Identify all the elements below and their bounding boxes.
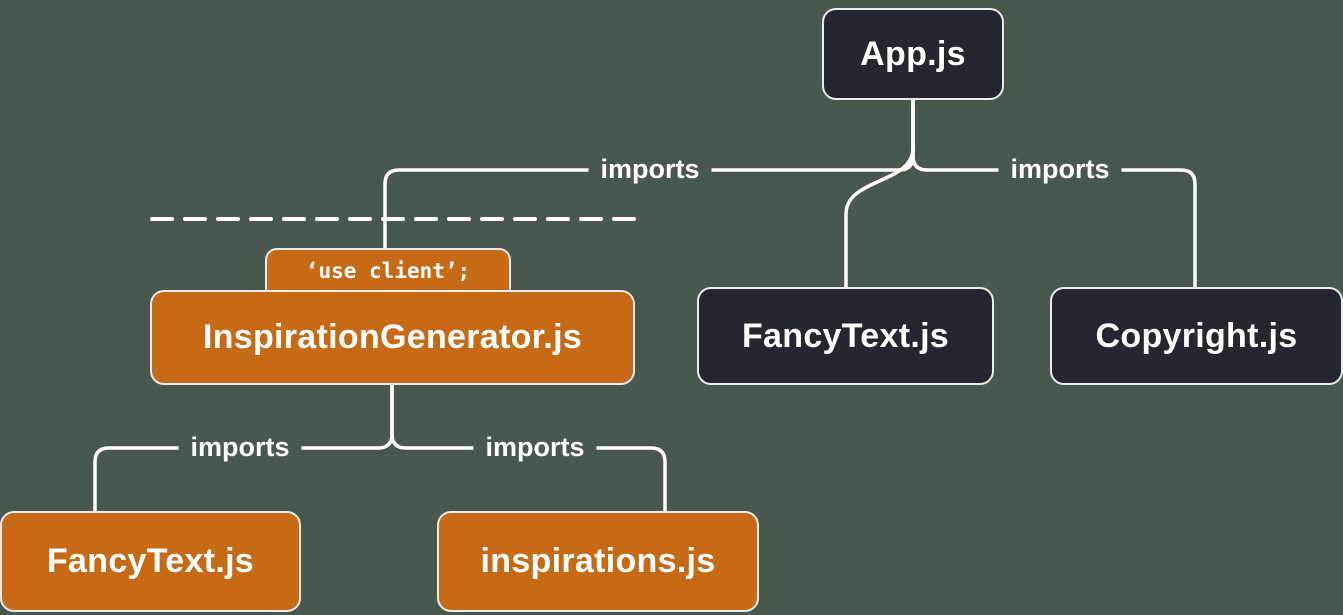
node-inspirationgenerator-label: InspirationGenerator.js	[202, 318, 583, 356]
node-copyright: Copyright.js	[1050, 287, 1343, 385]
node-copyright-label: Copyright.js	[1095, 316, 1298, 355]
node-fancytext-client-label: FancyText.js	[46, 542, 255, 580]
edge-app-to-fancytext	[844, 98, 915, 293]
node-app: App.js	[822, 8, 1004, 100]
node-app-label: App.js	[860, 34, 966, 73]
node-inspirationgenerator: InspirationGenerator.js	[150, 290, 635, 385]
node-inspirations: inspirations.js	[437, 511, 759, 612]
node-inspirations-label: inspirations.js	[480, 542, 716, 580]
edge-label-imports-copyright: imports	[998, 154, 1122, 185]
node-fancytext-client: FancyText.js	[0, 511, 301, 612]
edge-label-imports-inspirations: imports	[473, 432, 597, 463]
use-client-directive-tag: ‘use client’;	[265, 248, 511, 292]
node-fancytext-server: FancyText.js	[697, 287, 994, 385]
node-fancytext-server-label: FancyText.js	[741, 316, 950, 355]
edge-label-imports-fancytext-client: imports	[178, 432, 302, 463]
edge-label-imports-inspirationgenerator: imports	[588, 154, 712, 185]
use-client-directive-label: ‘use client’;	[305, 259, 471, 283]
edge-app-to-copyright	[911, 98, 1197, 293]
